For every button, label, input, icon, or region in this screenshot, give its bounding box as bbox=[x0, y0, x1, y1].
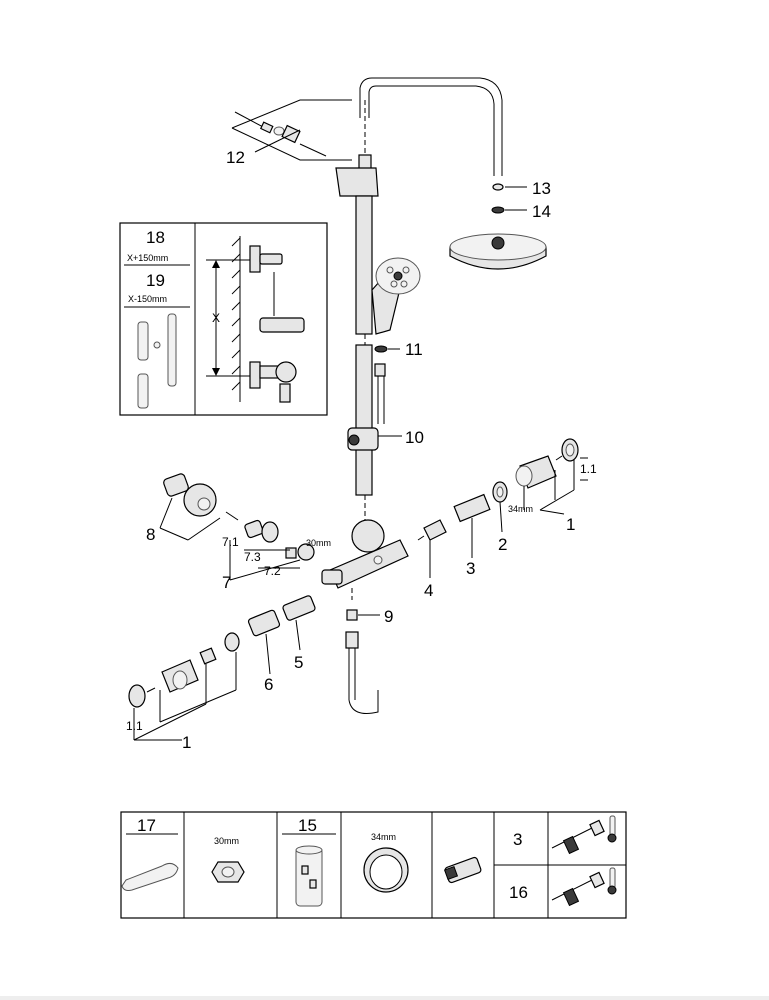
inset-number-18: 18 bbox=[146, 228, 165, 247]
nut-size-30: 30mm bbox=[306, 538, 331, 548]
callout-8: 8 bbox=[146, 525, 155, 544]
callout-5: 5 bbox=[294, 653, 303, 672]
callout-9: 9 bbox=[384, 607, 393, 626]
callout-14: 14 bbox=[532, 202, 551, 221]
nut-icon bbox=[211, 861, 245, 883]
tool-17-size: 30mm bbox=[214, 836, 239, 846]
wrench-icon bbox=[121, 862, 179, 891]
inset-x-label: X bbox=[212, 311, 220, 325]
page-footer-bar bbox=[0, 996, 769, 1000]
callout-1-lower: 1 bbox=[182, 733, 191, 752]
ring-icon bbox=[363, 847, 409, 893]
callout-6: 6 bbox=[264, 675, 273, 694]
callout-1-1-lower: 1.1 bbox=[126, 719, 143, 733]
nut-size-34: 34mm bbox=[508, 504, 533, 514]
callout-1-1: 1.1 bbox=[580, 462, 597, 476]
callout-7: 7 bbox=[222, 573, 231, 592]
inset-length-minus: X-150mm bbox=[128, 294, 167, 304]
thermostat-body bbox=[321, 519, 409, 714]
head-shower bbox=[449, 183, 547, 270]
cartridge-icon bbox=[443, 856, 482, 884]
left-side-parts bbox=[128, 473, 316, 741]
callout-2: 2 bbox=[498, 535, 507, 554]
callout-13: 13 bbox=[532, 179, 551, 198]
callout-3: 3 bbox=[466, 559, 475, 578]
callout-7-3: 7.3 bbox=[244, 550, 261, 564]
tool-15-number: 15 bbox=[298, 816, 317, 835]
thermometer-icon bbox=[607, 815, 617, 895]
table-row-3: 3 bbox=[513, 830, 522, 849]
extension-inset-panel bbox=[119, 222, 328, 416]
tool-15-size: 34mm bbox=[371, 832, 396, 842]
callout-11: 11 bbox=[405, 340, 423, 359]
inset-length-plus: X+150mm bbox=[127, 253, 168, 263]
screwdriver-icon bbox=[551, 819, 605, 907]
inset-number-19: 19 bbox=[146, 271, 165, 290]
table-row-16: 16 bbox=[509, 883, 528, 902]
wall-bracket-parts bbox=[231, 99, 352, 161]
callout-7-2: 7.2 bbox=[264, 564, 281, 578]
callout-1: 1 bbox=[566, 515, 575, 534]
sleeve-icon bbox=[295, 845, 323, 907]
callout-7-1: 7.1 bbox=[222, 535, 239, 549]
tool-17-number: 17 bbox=[137, 816, 156, 835]
right-side-parts bbox=[417, 438, 588, 578]
tool-table bbox=[120, 811, 627, 919]
riser-assembly bbox=[335, 77, 503, 520]
callout-10: 10 bbox=[405, 428, 424, 447]
hand-shower bbox=[371, 257, 421, 424]
callout-4: 4 bbox=[424, 581, 433, 600]
callout-12: 12 bbox=[226, 148, 245, 167]
